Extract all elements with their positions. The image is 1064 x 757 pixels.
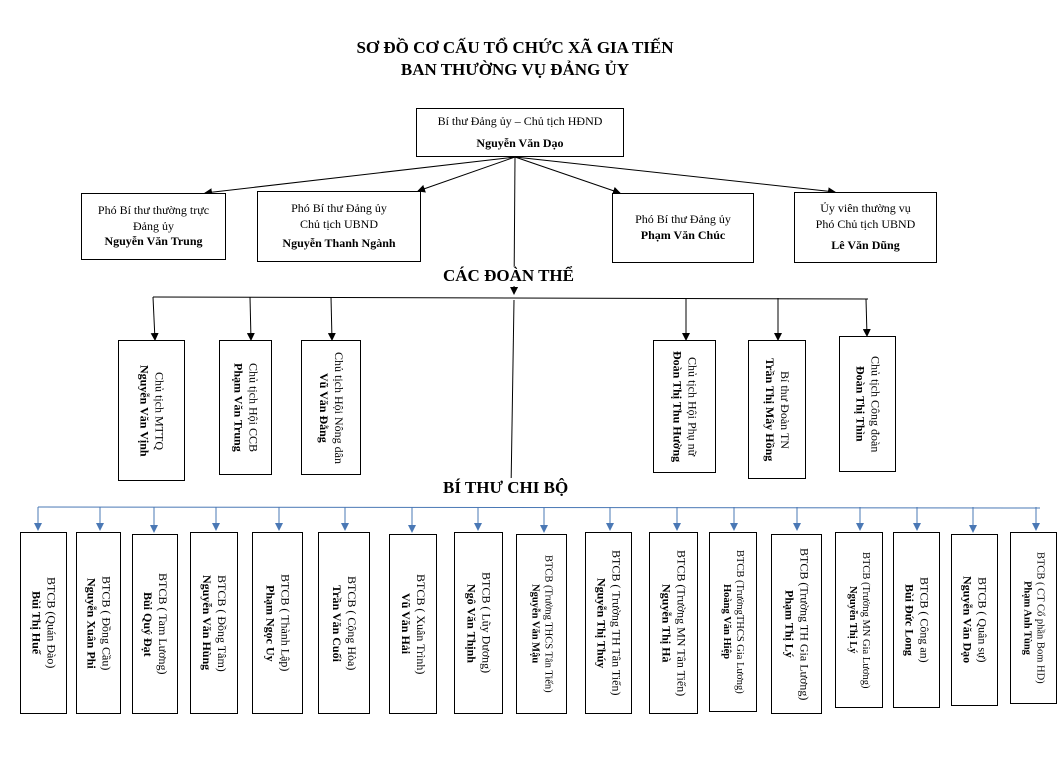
section-bi-thu-chi-bo: BÍ THƯ CHI BỘ bbox=[441, 478, 571, 498]
node-name: Bùi Thị Huế bbox=[29, 591, 44, 655]
node-role: BTCB ( Lũy Dương) bbox=[479, 572, 494, 674]
node-chi-bo-dong-tam: BTCB ( Đồng Tâm) Nguyễn Văn Hùng bbox=[190, 532, 238, 714]
node-chi-bo-cong-hoa: BTCB ( Cộng Hòa) Trần Văn Cuối bbox=[318, 532, 370, 714]
node-role: Phó Chủ tịch UBND bbox=[815, 216, 916, 231]
node-role: BTCB ( Tam Lương) bbox=[156, 573, 170, 675]
node-pho-bi-thu-dang-uy: Phó Bí thư Đảng ủy Phạm Văn Chúc bbox=[612, 193, 754, 263]
node-chi-bo-dong-cau: BTCB ( Đồng Cầu) Nguyễn Xuân Phi bbox=[76, 532, 121, 714]
node-role: Ủy viên thường vụ bbox=[820, 201, 911, 216]
node-role: Phó Bí thư Đảng ủy bbox=[291, 201, 387, 216]
node-chu-tich-cong-doan: Chủ tịch Công đoàn Đoàn Thị Thìn bbox=[839, 336, 896, 472]
node-name: Bùi Quý Đạt bbox=[141, 591, 155, 657]
node-chi-bo-luy-duong: BTCB ( Lũy Dương) Ngô Văn Thịnh bbox=[454, 532, 503, 714]
node-name: Đoàn Thị Thu Hường bbox=[670, 350, 685, 463]
node-name: Nguyễn Thanh Ngành bbox=[282, 236, 396, 251]
node-role: BTCB ( Đồng Tâm) bbox=[215, 574, 229, 672]
node-role: Đảng ủy bbox=[133, 218, 174, 233]
node-role: BTCB (TrườngTHCS Gia Lương) bbox=[734, 550, 746, 694]
node-role: BTCB ( Xuân Trình) bbox=[414, 573, 428, 675]
node-role: BTCB ( Trường TH Tân Tiến) bbox=[609, 550, 624, 696]
node-role: Bí thư Đảng ủy – Chủ tịch HĐND bbox=[437, 113, 603, 128]
node-role: BTCB (Trường MN Tân Tiến) bbox=[674, 549, 689, 697]
node-name: Vũ Văn Hải bbox=[399, 593, 413, 655]
node-role: BTCB ( Thành Lập) bbox=[278, 574, 293, 672]
node-role: BTCB (Trường MN Gia Lương) bbox=[860, 551, 872, 689]
node-name: Nguyễn Thị Thúy bbox=[594, 577, 609, 669]
node-chi-bo-mn-gia-luong: BTCB (Trường MN Gia Lương) Nguyễn Thị Lý bbox=[835, 532, 883, 708]
node-name: Hoàng Văn Hiệp bbox=[721, 584, 732, 660]
node-chi-bo-ct-co-phan-bom-hd: BTCB ( CT Cổ phần Bom HD) Phạm Anh Tùng bbox=[1010, 532, 1057, 704]
node-name: Nguyễn Xuân Phi bbox=[84, 577, 99, 669]
node-name: Phạm Văn Chúc bbox=[640, 228, 726, 242]
node-name: Lê Văn Dũng bbox=[831, 238, 900, 253]
chart-subtitle: BAN THƯỜNG VỤ ĐẢNG ỦY bbox=[400, 60, 630, 79]
node-role: BTCB ( Quân sự) bbox=[975, 577, 990, 663]
node-chi-bo-tam-luong: BTCB ( Tam Lương) Bùi Quý Đạt bbox=[132, 534, 178, 714]
node-name: Phạm Thị Lý bbox=[782, 590, 797, 658]
node-chu-tich-mttq: Chủ tịch MTTQ Nguyễn Văn Vịnh bbox=[118, 340, 185, 481]
node-name: Nguyễn Văn Vịnh bbox=[137, 364, 152, 457]
node-role: BTCB ( Cộng Hòa) bbox=[345, 575, 359, 671]
node-chi-bo-th-tan-tien: BTCB ( Trường TH Tân Tiến) Nguyễn Thị Th… bbox=[585, 532, 632, 714]
node-role: BTCB ( CT Cổ phần Bom HD) bbox=[1034, 552, 1046, 684]
node-chi-bo-thcs-gia-luong: BTCB (TrườngTHCS Gia Lương) Hoàng Văn Hi… bbox=[709, 532, 757, 712]
node-chi-bo-xuan-trinh: BTCB ( Xuân Trình) Vũ Văn Hải bbox=[389, 534, 437, 714]
node-chu-tich-hoi-nong-dan: Chủ tịch Hội Nông dân Vũ Văn Đằng bbox=[301, 340, 361, 475]
node-chi-bo-quan-dao: BTCB (Quán Đào) Bùi Thị Huế bbox=[20, 532, 67, 714]
node-name: Vũ Văn Đằng bbox=[317, 372, 331, 443]
node-chi-bo-th-gia-luong: BTCB (Trường TH Gia Lương) Phạm Thị Lý bbox=[771, 534, 822, 714]
node-role: BTCB ( Đồng Cầu) bbox=[99, 575, 114, 671]
node-role: Bí thư Đoàn TN bbox=[778, 370, 792, 449]
node-pho-bi-thu-thuong-truc: Phó Bí thư thường trực Đảng ủy Nguyễn Vă… bbox=[81, 193, 226, 260]
node-name: Nguyễn Thị Lý bbox=[847, 586, 858, 654]
node-chi-bo-thanh-lap: BTCB ( Thành Lập) Phạm Ngọc Uy bbox=[252, 532, 303, 714]
node-name: Nguyễn Thị Hà bbox=[659, 583, 674, 663]
node-pho-bi-thu-chu-tich-ubnd: Phó Bí thư Đảng ủy Chủ tịch UBND Nguyễn … bbox=[257, 191, 421, 262]
node-role: Chủ tịch Hội Nông dân bbox=[332, 351, 346, 464]
chart-title: SƠ ĐỒ CƠ CẤU TỔ CHỨC XÃ GIA TIẾN bbox=[356, 38, 674, 57]
node-role: Phó Bí thư Đảng ủy bbox=[635, 212, 731, 227]
node-name: Nguyễn Văn Dạo bbox=[960, 576, 975, 664]
node-role: Chủ tịch UBND bbox=[300, 216, 378, 231]
node-role: BTCB (Quán Đào) bbox=[44, 577, 59, 669]
node-chu-tich-hoi-phu-nu: Chủ tịch Hội Phụ nữ Đoàn Thị Thu Hường bbox=[653, 340, 716, 473]
node-role: BTCB ( Công an) bbox=[917, 577, 932, 663]
node-name: Nguyễn Văn Mậu bbox=[529, 584, 541, 664]
node-role: BTCB (Trường THCS Tân Tiến) bbox=[542, 555, 554, 693]
node-name: Bùi Đức Long bbox=[902, 584, 917, 656]
node-role: Chủ tịch Hội Phụ nữ bbox=[685, 356, 700, 457]
node-chi-bo-quan-su: BTCB ( Quân sự) Nguyễn Văn Dạo bbox=[951, 534, 998, 706]
node-name: Phạm Văn Trung bbox=[231, 363, 246, 452]
node-name: Phạm Ngọc Uy bbox=[263, 584, 278, 662]
node-name: Nguyễn Văn Trung bbox=[104, 234, 203, 249]
section-cac-doan-the: CÁC ĐOÀN THỂ bbox=[441, 266, 576, 286]
node-chi-bo-thcs-tan-tien: BTCB (Trường THCS Tân Tiến) Nguyễn Văn M… bbox=[516, 534, 567, 714]
node-name: Nguyễn Văn Dạo bbox=[476, 135, 564, 150]
node-name: Ngô Văn Thịnh bbox=[464, 583, 479, 663]
node-name: Đoàn Thị Thìn bbox=[853, 366, 868, 442]
node-role: Phó Bí thư thường trực bbox=[97, 203, 210, 218]
node-name: Phạm Anh Tùng bbox=[1021, 581, 1033, 655]
node-role: Chủ tịch MTTQ bbox=[152, 371, 167, 450]
node-chi-bo-mn-tan-tien: BTCB (Trường MN Tân Tiến) Nguyễn Thị Hà bbox=[649, 532, 698, 714]
node-role: BTCB (Trường TH Gia Lương) bbox=[797, 547, 812, 701]
node-name: Trần Thị Mây Hồng bbox=[763, 357, 777, 462]
node-bi-thu-dang-uy: Bí thư Đảng ủy – Chủ tịch HĐND Nguyễn Vă… bbox=[416, 108, 624, 157]
node-name: Trần Văn Cuối bbox=[330, 584, 344, 662]
node-role: Chủ tịch Hội CCB bbox=[246, 362, 261, 452]
node-role: Chủ tịch Công đoàn bbox=[868, 355, 883, 453]
node-uy-vien-thuong-vu: Ủy viên thường vụ Phó Chủ tịch UBND Lê V… bbox=[794, 192, 937, 263]
node-name: Nguyễn Văn Hùng bbox=[200, 575, 214, 671]
node-chi-bo-cong-an: BTCB ( Công an) Bùi Đức Long bbox=[893, 532, 940, 708]
node-bi-thu-doan-tn: Bí thư Đoàn TN Trần Thị Mây Hồng bbox=[748, 340, 806, 479]
node-chu-tich-hoi-ccb: Chủ tịch Hội CCB Phạm Văn Trung bbox=[219, 340, 272, 475]
